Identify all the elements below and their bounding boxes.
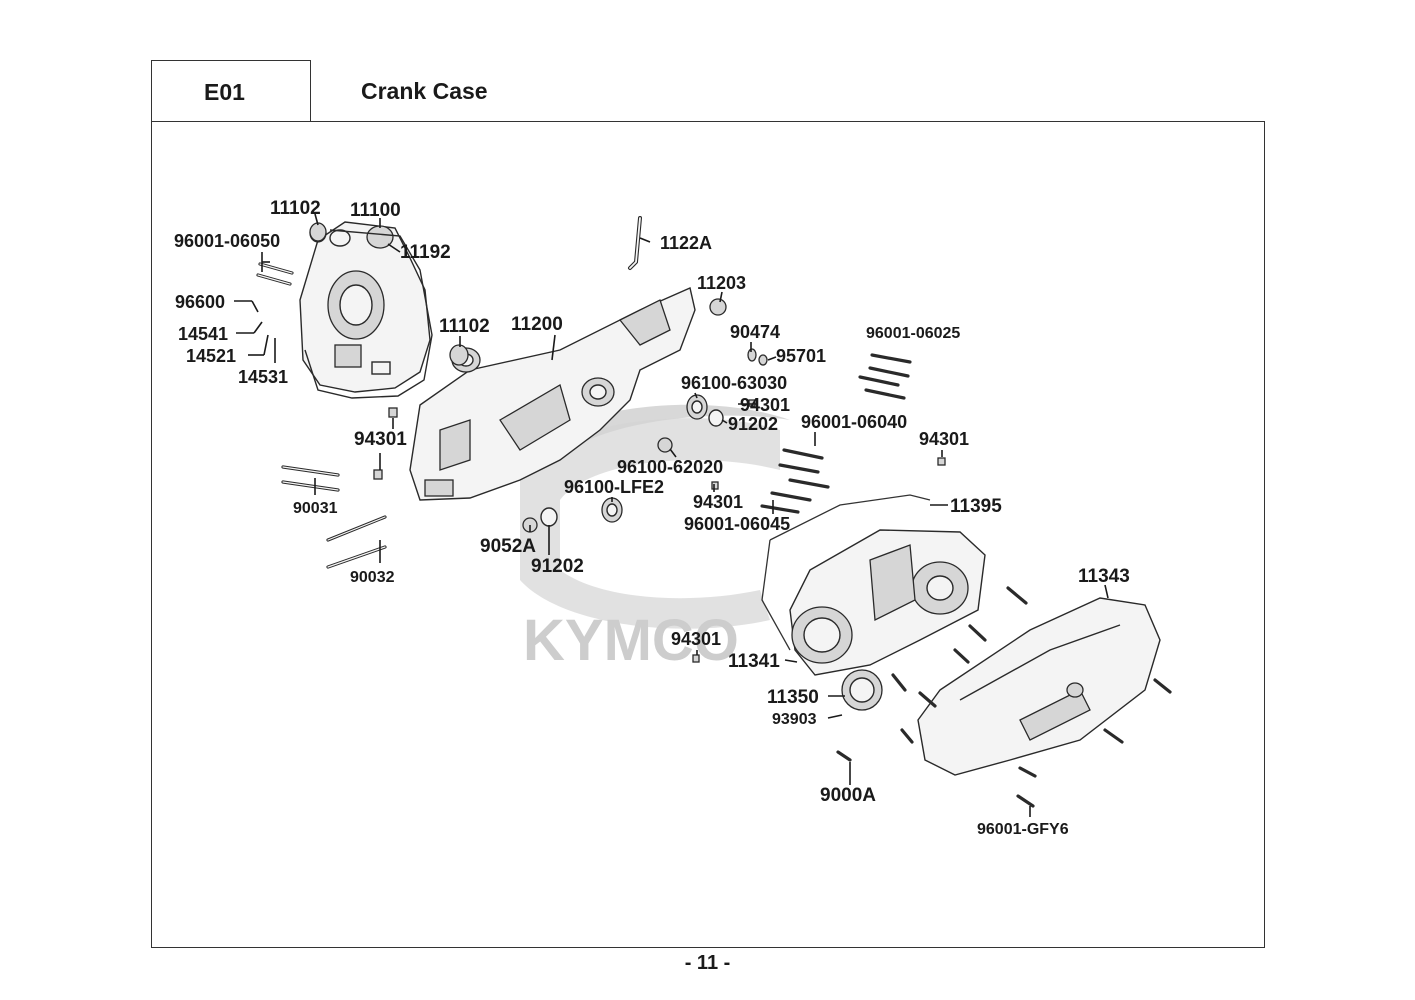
- part-label-94301-d: 94301: [693, 492, 743, 512]
- part-label-95701: 95701: [776, 346, 826, 366]
- part-label-90031: 90031: [293, 500, 338, 517]
- part-label-14541: 14541: [178, 324, 228, 344]
- part-label-96001-GFY6: 96001-GFY6: [977, 821, 1069, 838]
- part-label-94301-a: 94301: [740, 395, 790, 415]
- outer-cover: [917, 597, 1161, 776]
- part-label-96001-06050: 96001-06050: [174, 231, 280, 251]
- part-label-90474: 90474: [730, 322, 780, 342]
- part-label-96100-63030: 96100-63030: [681, 373, 787, 393]
- section-code-cell: E01: [151, 60, 311, 122]
- part-label-14521: 14521: [186, 346, 236, 366]
- part-label-94301-c: 94301: [354, 429, 407, 450]
- cover-cap: [841, 669, 883, 711]
- part-label-11395: 11395: [950, 496, 1002, 517]
- left-crankcase-half: [299, 221, 431, 393]
- part-label-96100-LFE2: 96100-LFE2: [564, 477, 664, 497]
- part-label-11343: 11343: [1078, 566, 1130, 587]
- part-label-94301-b: 94301: [919, 429, 969, 449]
- crankcase-cover: [789, 529, 986, 676]
- small-parts: [309, 222, 946, 663]
- bolts: [256, 262, 1172, 808]
- section-code: E01: [204, 79, 245, 105]
- part-label-11341: 11341: [728, 651, 780, 672]
- part-label-90032: 90032: [350, 569, 395, 586]
- section-title-cell: Crank Case: [310, 60, 1265, 122]
- part-labels: 11102 11100 96001-06050 11192 1122A 1120…: [174, 198, 1130, 838]
- part-label-11192: 11192: [400, 242, 451, 263]
- part-label-96100-62020: 96100-62020: [617, 457, 723, 477]
- watermark-text: KYMCO: [523, 608, 739, 673]
- part-label-96001-06025: 96001-06025: [866, 325, 960, 342]
- part-label-11102-mid: 11102: [439, 316, 490, 337]
- part-label-14531: 14531: [238, 367, 288, 387]
- part-label-91202-a: 91202: [728, 414, 778, 434]
- right-crankcase-half: [409, 287, 696, 501]
- part-label-11102-top: 11102: [270, 198, 321, 219]
- part-label-96001-06040: 96001-06040: [801, 412, 907, 432]
- part-label-1122A: 1122A: [660, 233, 712, 253]
- diagram-frame: [151, 121, 1265, 948]
- part-label-9052A: 9052A: [480, 536, 536, 557]
- part-label-11100: 11100: [350, 200, 401, 221]
- part-label-11350: 11350: [767, 687, 819, 708]
- leader-lines: [234, 213, 1109, 817]
- part-label-96001-06045: 96001-06045: [684, 514, 790, 534]
- part-label-11203: 11203: [697, 273, 746, 293]
- section-title: Crank Case: [361, 78, 488, 104]
- part-label-94301-e: 94301: [671, 629, 721, 649]
- part-label-9000A: 9000A: [820, 785, 876, 806]
- part-label-11200: 11200: [511, 314, 563, 335]
- part-label-93903: 93903: [772, 711, 817, 728]
- part-label-91202-b: 91202: [531, 556, 584, 577]
- part-label-96600: 96600: [175, 292, 225, 312]
- page-number: - 11 -: [684, 952, 731, 974]
